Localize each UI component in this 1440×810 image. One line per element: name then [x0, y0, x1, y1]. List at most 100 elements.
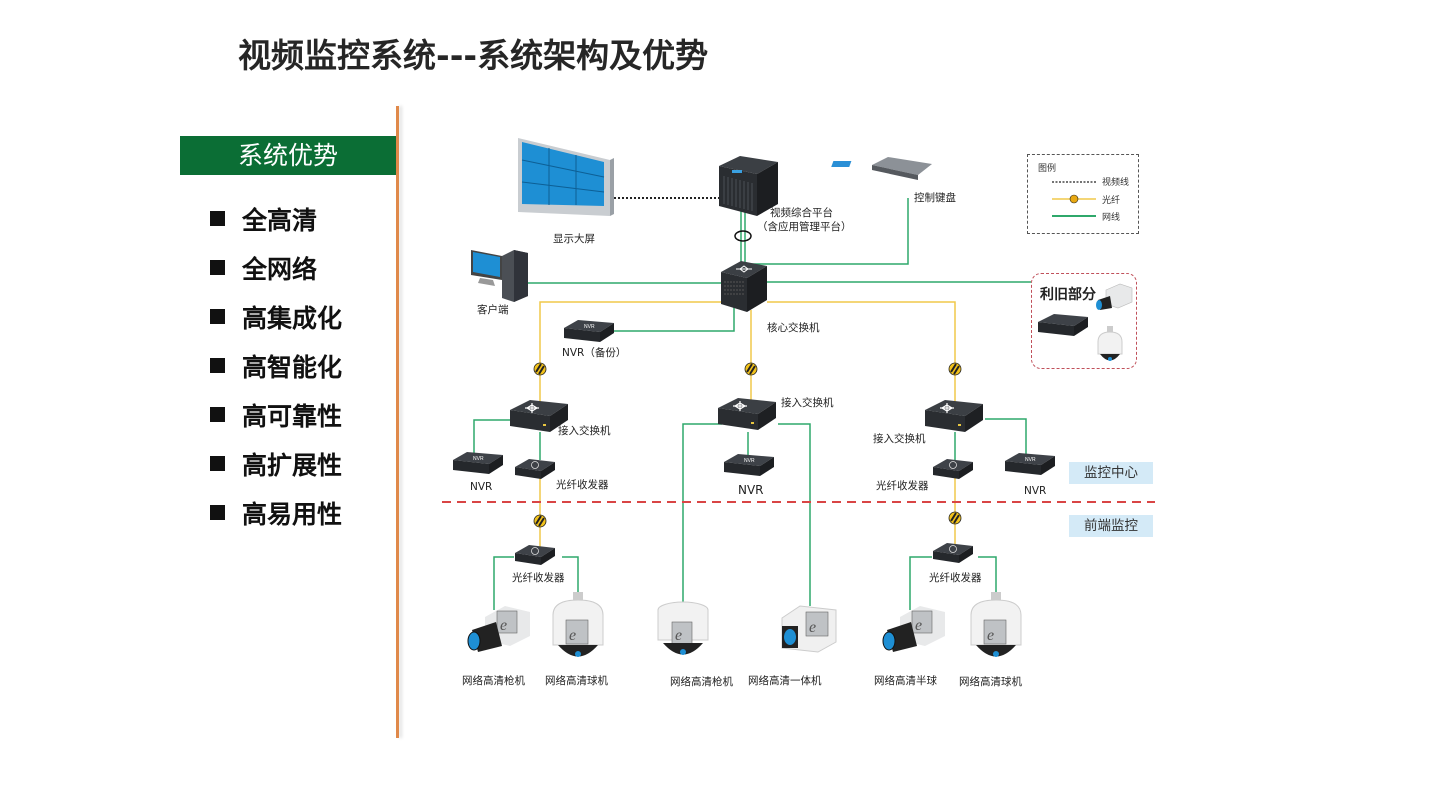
- camera-box-icon: e: [781, 605, 837, 653]
- fiber-marker-icon: [948, 362, 962, 376]
- advantage-item: 高智能化: [210, 341, 342, 390]
- fiber-transceiver-label: 光纤收发器: [929, 572, 982, 584]
- legend: 图例 视频线 光纤 网线: [1027, 154, 1139, 234]
- advantage-item: 高可靠性: [210, 390, 342, 439]
- fiber-transceiver-front-right-icon: [932, 542, 974, 564]
- video-platform-icon: [719, 156, 778, 216]
- advantage-label: 全网络: [242, 254, 318, 284]
- reuse-devices: [1038, 283, 1133, 361]
- advantage-label: 高可靠性: [242, 401, 343, 431]
- fiber-transceiver-label: 光纤收发器: [512, 572, 565, 584]
- square-bullet-icon: [210, 505, 225, 520]
- bundle-ring-icon: [734, 230, 752, 242]
- camera-bullet-icon: [1096, 283, 1133, 310]
- slide-title: 视频监控系统---系统架构及优势: [238, 36, 709, 75]
- reuse-group: 利旧部分: [1031, 273, 1137, 369]
- legend-label: 视频线: [1102, 178, 1130, 188]
- display-wall-label: 显示大屏: [553, 233, 595, 245]
- advantages-header: 系统优势: [180, 136, 396, 175]
- camera-dome-icon: [1097, 326, 1123, 361]
- fiber-transceiver-label: 光纤收发器: [556, 479, 609, 491]
- advantages-list: 全高清 全网络 高集成化 高智能化 高可靠性 高扩展性 高易用性: [210, 194, 342, 537]
- access-switch-label: 接入交换机: [873, 433, 926, 445]
- advantage-item: 全高清: [210, 194, 342, 243]
- svg-text:e: e: [569, 627, 576, 644]
- square-bullet-icon: [210, 358, 225, 373]
- client-pc-icon: [471, 250, 528, 302]
- client-label: 客户端: [477, 304, 509, 316]
- network-line: [562, 556, 579, 595]
- advantage-label: 全高清: [242, 205, 318, 235]
- network-line: [682, 423, 722, 604]
- camera-dome-icon: e: [970, 592, 1022, 657]
- camera-label: 网络高清球机: [545, 675, 608, 687]
- camera-label: 网络高清一体机: [748, 675, 822, 687]
- network-line: [614, 304, 735, 332]
- nvr-label: NVR: [1024, 485, 1047, 497]
- camera-bullet-icon: e: [467, 606, 530, 652]
- nvr-left-icon: [453, 452, 503, 474]
- nvr-icon: [1038, 314, 1088, 336]
- nvr-label: NVR: [470, 481, 493, 493]
- network-line: [493, 556, 514, 610]
- nvr-right-icon: [1005, 453, 1055, 475]
- video-platform-label: 视频综合平台: [770, 207, 833, 219]
- svg-text:e: e: [675, 627, 682, 644]
- svg-text:e: e: [915, 617, 922, 634]
- fiber-transceiver-right-icon: [932, 458, 974, 480]
- fiber-transceiver-label: 光纤收发器: [876, 480, 929, 492]
- advantage-label: 高扩展性: [242, 450, 343, 480]
- nvr-label: NVR: [738, 483, 764, 497]
- advantage-label: 高集成化: [242, 303, 343, 333]
- nvr-backup-label: NVR（备份）: [562, 347, 627, 359]
- access-switch-right-icon: [924, 399, 984, 433]
- advantage-label: 高易用性: [242, 499, 343, 529]
- video-platform-sublabel: （含应用管理平台）: [757, 221, 852, 233]
- fiber-transceiver-left-icon: [514, 458, 556, 480]
- advantage-label: 高智能化: [242, 352, 343, 382]
- legend-label: 光纤: [1102, 196, 1121, 206]
- legend-title: 图例: [1038, 164, 1057, 174]
- network-line: [473, 419, 512, 455]
- advantage-item: 高易用性: [210, 488, 342, 537]
- nvr-mid-icon: [724, 454, 774, 476]
- control-keyboard-icon: [831, 157, 932, 180]
- square-bullet-icon: [210, 456, 225, 471]
- network-line: [978, 556, 997, 595]
- vertical-divider: [396, 106, 399, 738]
- svg-text:e: e: [500, 617, 507, 634]
- zone-tag-frontend: 前端监控: [1069, 515, 1153, 537]
- camera-bullet-icon: e: [882, 606, 945, 652]
- access-switch-mid-icon: [717, 397, 777, 431]
- access-switch-label: 接入交换机: [781, 397, 834, 409]
- svg-text:e: e: [987, 627, 994, 644]
- camera-dome-half-icon: e: [657, 601, 709, 655]
- access-switch-label: 接入交换机: [558, 425, 611, 437]
- control-keyboard-label: 控制键盘: [914, 192, 956, 204]
- fiber-transceiver-front-left-icon: [514, 544, 556, 566]
- fiber-marker-icon: [533, 514, 547, 528]
- network-line: [750, 198, 909, 265]
- camera-label: 网络高清球机: [959, 676, 1022, 688]
- camera-dome-icon: e: [552, 592, 604, 657]
- network-line: [985, 418, 1027, 455]
- square-bullet-icon: [210, 211, 225, 226]
- square-bullet-icon: [210, 407, 225, 422]
- core-switch-label: 核心交换机: [767, 322, 820, 334]
- zone-tag-monitoring-center: 监控中心: [1069, 462, 1153, 484]
- fiber-marker-icon: [948, 511, 962, 525]
- fiber-marker-icon: [533, 362, 547, 376]
- camera-label: 网络高清半球: [874, 675, 937, 687]
- fiber-line: [767, 301, 956, 404]
- legend-swatches: [1052, 181, 1096, 217]
- advantage-item: 全网络: [210, 243, 342, 292]
- square-bullet-icon: [210, 260, 225, 275]
- fiber-marker-icon: [1069, 194, 1079, 204]
- nvr-backup-icon: [564, 320, 614, 342]
- legend-label: 网线: [1102, 213, 1121, 223]
- display-wall-icon: [518, 138, 614, 216]
- core-switch-icon: [721, 261, 767, 312]
- advantage-item: 高扩展性: [210, 439, 342, 488]
- camera-label: 网络高清枪机: [462, 675, 525, 687]
- reuse-group-label: 利旧部分: [1040, 287, 1096, 303]
